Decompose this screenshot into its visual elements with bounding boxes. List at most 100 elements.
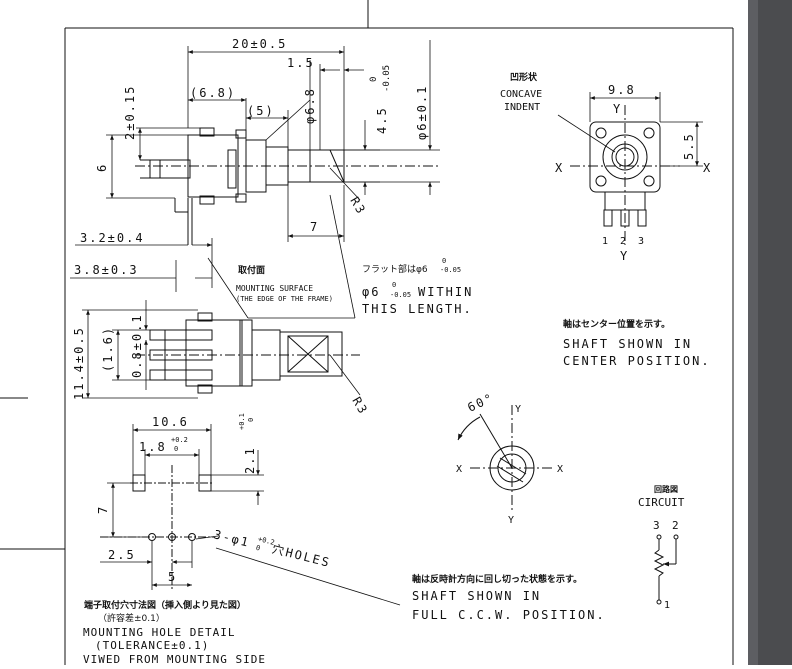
dim-length: 20±0.5 <box>232 37 287 51</box>
svg-text:-0.05: -0.05 <box>440 266 461 274</box>
right-sidebar <box>748 0 792 665</box>
svg-text:5.5: 5.5 <box>682 132 696 160</box>
svg-text:X: X <box>703 161 712 175</box>
svg-text:φ6: φ6 <box>362 285 380 299</box>
svg-text:CONCAVE: CONCAVE <box>500 89 542 100</box>
dim-4-5: 4.5 <box>375 106 389 134</box>
svg-text:1.8: 1.8 <box>139 440 167 454</box>
dim-r3-top: R3 <box>347 195 368 218</box>
svg-text:3-φ1: 3-φ1 <box>212 527 251 550</box>
svg-text:+0.2: +0.2 <box>257 535 275 547</box>
svg-text:0: 0 <box>174 445 178 453</box>
dim-4-5-tol-bot: -0.05 <box>382 65 392 92</box>
svg-text:9.8: 9.8 <box>608 83 636 97</box>
svg-text:回路図: 回路図 <box>654 484 678 494</box>
svg-text:0: 0 <box>255 544 261 553</box>
side-view <box>135 127 440 245</box>
svg-text:3: 3 <box>653 519 660 532</box>
svg-text:60°: 60° <box>465 390 496 414</box>
bottom-view <box>135 312 360 394</box>
svg-text:1: 1 <box>664 600 670 611</box>
svg-text:THIS LENGTH.: THIS LENGTH. <box>362 302 473 316</box>
frame <box>0 0 734 665</box>
svg-text:FULL C.C.W. POSITION.: FULL C.C.W. POSITION. <box>412 608 606 622</box>
front-view <box>570 105 680 245</box>
side-dims <box>70 40 440 319</box>
svg-text:Y: Y <box>613 102 622 116</box>
svg-text:取付面: 取付面 <box>238 264 265 276</box>
side-dim-texts: 20±0.5 1.5 (6.8) (5) φ6.8 4.5 0 -0.05 φ6… <box>74 37 429 277</box>
svg-text:MOUNTING SURFACE: MOUNTING SURFACE <box>236 284 313 293</box>
svg-text:SHAFT SHOWN IN: SHAFT SHOWN IN <box>563 337 692 351</box>
svg-text:MOUNTING HOLE DETAIL: MOUNTING HOLE DETAIL <box>83 626 235 639</box>
svg-text:2.1: 2.1 <box>243 446 257 474</box>
svg-text:11.4±0.5: 11.4±0.5 <box>72 326 86 400</box>
svg-text:(THE EDGE OF THE FRAME): (THE EDGE OF THE FRAME) <box>236 295 333 303</box>
dim-6: 6 <box>95 163 109 172</box>
flat-note: フラット部はφ6 0 -0.05 φ6 0 -0.05 WITHIN THIS … <box>362 257 473 316</box>
dim-3-2: 3.2±0.4 <box>80 231 145 245</box>
rotation-view <box>457 405 555 512</box>
svg-text:2: 2 <box>620 236 626 247</box>
svg-text:-0.05: -0.05 <box>390 291 411 299</box>
svg-text:10.6: 10.6 <box>152 415 189 429</box>
svg-text:0: 0 <box>442 257 446 265</box>
svg-text:（許容差±0.1）: （許容差±0.1） <box>98 612 165 624</box>
hole-dims <box>100 424 401 606</box>
svg-text:SHAFT SHOWN IN: SHAFT SHOWN IN <box>412 589 541 603</box>
svg-text:1: 1 <box>602 236 608 247</box>
svg-text:(TOLERANCE±0.1): (TOLERANCE±0.1) <box>95 639 209 652</box>
dim-7: 7 <box>310 220 319 234</box>
mounting-surface-label: 取付面 MOUNTING SURFACE (THE EDGE OF THE FR… <box>236 264 333 303</box>
svg-text:+0.2: +0.2 <box>171 436 188 444</box>
svg-text:R3: R3 <box>349 395 370 418</box>
svg-text:Y: Y <box>508 515 514 526</box>
svg-text:2: 2 <box>672 519 679 532</box>
svg-text:WITHIN: WITHIN <box>418 285 473 299</box>
dim-6-8: (6.8) <box>190 86 236 100</box>
svg-text:5: 5 <box>168 570 177 584</box>
hole-texts: 10.6 1.8 +0.2 0 2.1 +0.1 0 7 2.5 5 3-φ1 … <box>83 413 332 666</box>
svg-text:フラット部はφ6: フラット部はφ6 <box>362 263 428 275</box>
svg-text:INDENT: INDENT <box>504 102 540 113</box>
circuit-texts: 回路図 CIRCUIT 3 2 1 <box>638 484 685 611</box>
circuit <box>653 534 679 605</box>
svg-text:+0.1: +0.1 <box>238 413 246 430</box>
front-dims <box>557 92 703 167</box>
bottom-dims <box>82 300 361 399</box>
shaft-center-note: 軸はセンター位置を示す。 SHAFT SHOWN IN CENTER POSIT… <box>563 318 711 368</box>
svg-text:0.8±0.1: 0.8±0.1 <box>130 313 144 378</box>
svg-text:VIWED FROM MOUNTING SIDE: VIWED FROM MOUNTING SIDE <box>83 653 266 665</box>
dim-5: (5) <box>247 104 275 118</box>
dim-phi6-8: φ6.8 <box>303 87 317 124</box>
svg-text:0: 0 <box>247 418 255 422</box>
front-texts: 凹形状 CONCAVE INDENT 9.8 5.5 X X Y Y 1 2 3 <box>500 71 712 263</box>
dim-phi6: φ6±0.1 <box>415 85 429 140</box>
svg-text:軸は反時計方向に回し切った状態を示す。: 軸は反時計方向に回し切った状態を示す。 <box>412 573 582 585</box>
ccw-note: 軸は反時計方向に回し切った状態を示す。 SHAFT SHOWN IN FULL … <box>412 573 606 622</box>
svg-text:3: 3 <box>638 236 644 247</box>
hole-detail <box>100 465 214 590</box>
sidebar-accent <box>748 0 758 665</box>
svg-text:0: 0 <box>392 281 396 289</box>
svg-text:Y: Y <box>515 404 521 415</box>
svg-text:2.5: 2.5 <box>108 548 136 562</box>
svg-text:(1.6): (1.6) <box>101 326 115 372</box>
svg-text:凹形状: 凹形状 <box>510 71 538 83</box>
svg-text:CENTER POSITION.: CENTER POSITION. <box>563 354 711 368</box>
dim-3-8: 3.8±0.3 <box>74 263 139 277</box>
bottom-texts: 11.4±0.5 (1.6) 0.8±0.1 R3 <box>72 313 371 417</box>
rotation-texts: 60° Y Y X X <box>456 390 563 526</box>
svg-text:Y: Y <box>620 249 629 263</box>
svg-text:7: 7 <box>96 505 110 514</box>
svg-text:X: X <box>456 464 462 475</box>
svg-text:軸はセンター位置を示す。: 軸はセンター位置を示す。 <box>563 318 670 330</box>
svg-text:CIRCUIT: CIRCUIT <box>638 496 685 509</box>
svg-text:端子取付穴寸法図（挿入側より見た図）: 端子取付穴寸法図（挿入側より見た図） <box>84 599 246 611</box>
dim-4-5-tol-top: 0 <box>369 77 379 82</box>
svg-text:X: X <box>555 161 564 175</box>
dim-2: 2±0.15 <box>123 85 137 140</box>
dim-1-5: 1.5 <box>287 56 315 70</box>
